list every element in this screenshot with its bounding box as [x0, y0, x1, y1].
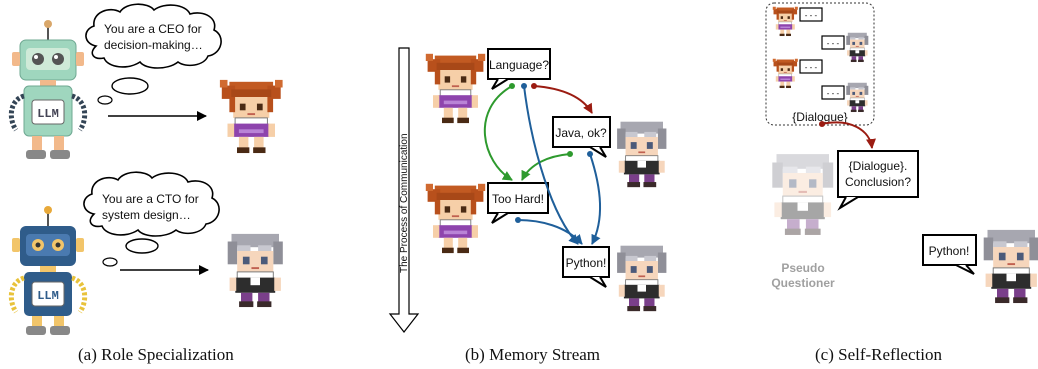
mini-bubble: - - -: [799, 7, 823, 22]
cto-character-icon: [616, 121, 667, 188]
cto-character-icon: [227, 233, 284, 308]
ceo-character-icon: [425, 53, 486, 124]
mini-bubble: - - -: [799, 59, 823, 74]
thought-cloud-icon: [83, 171, 220, 267]
question-line1: {Dialogue}.: [849, 159, 908, 173]
svg-text:- - -: - - -: [805, 11, 818, 20]
svg-text:- - -: - - -: [827, 89, 840, 98]
robot-label: LLM: [37, 107, 59, 121]
bubble-language: Language?: [487, 48, 551, 90]
cto-character-icon: [616, 245, 667, 312]
bubble-question: {Dialogue}. Conclusion?: [837, 150, 919, 211]
thought-cloud-icon: [85, 3, 222, 105]
bubble-too-hard: Too Hard!: [487, 182, 549, 224]
arrow-blue-3: [517, 219, 583, 245]
pseudo-label-line2: Questioner: [771, 276, 835, 290]
mini-bubble: - - -: [821, 85, 845, 100]
ceo-character-icon: [425, 183, 486, 254]
ceo-character-icon: [219, 79, 284, 154]
svg-text:Too Hard!: Too Hard!: [492, 192, 544, 206]
svg-text:- - -: - - -: [805, 63, 818, 72]
svg-text:- - -: - - -: [827, 39, 840, 48]
caption-a: (a) Role Specialization: [78, 345, 234, 364]
dialogue-box-label: {Dialogue}: [792, 110, 847, 124]
svg-text:Python!: Python!: [929, 244, 970, 258]
panel-memory-stream: The Process of Communication Language? J…: [388, 47, 667, 364]
bubble-answer: Python!: [922, 234, 977, 275]
arrow-green-2: [521, 153, 571, 181]
svg-text:Python!: Python!: [566, 256, 607, 270]
panel-role-specialization: You are a CEO for decision-making… LLM: [8, 3, 284, 364]
caption-c: (c) Self-Reflection: [815, 345, 942, 364]
cto-character-icon: [983, 229, 1038, 304]
svg-text:Java, ok?: Java, ok?: [555, 126, 607, 140]
svg-text:Language?: Language?: [489, 58, 549, 72]
cto-prompt-line1: You are a CTO for: [102, 192, 199, 206]
pseudo-questioner-icon: [771, 153, 834, 236]
caption-b: (b) Memory Stream: [465, 345, 600, 364]
robot-icon: LLM: [8, 20, 88, 159]
panel-self-reflection: - - - - - - - - - - - - {Dialogue} Pseud…: [765, 2, 1038, 364]
mini-bubble: - - -: [821, 35, 845, 50]
ceo-prompt-line2: decision-making…: [104, 38, 203, 52]
arrow-red: [821, 121, 876, 149]
bubble-java: Java, ok?: [552, 116, 611, 158]
process-axis-label: The Process of Communication: [399, 133, 410, 273]
cto-prompt-line2: system design…: [102, 208, 191, 222]
question-line2: Conclusion?: [845, 175, 911, 189]
ceo-prompt-line1: You are a CEO for: [104, 22, 202, 36]
robot-icon: LLM: [8, 206, 88, 335]
process-arrow-icon: [388, 47, 420, 333]
pseudo-label-line1: Pseudo: [781, 261, 824, 275]
arrow-blue-2: [589, 153, 601, 245]
bubble-python: Python!: [562, 246, 610, 288]
robot-label: LLM: [37, 289, 59, 303]
arrow-red: [533, 85, 593, 114]
arrow-green-1: [484, 85, 513, 181]
